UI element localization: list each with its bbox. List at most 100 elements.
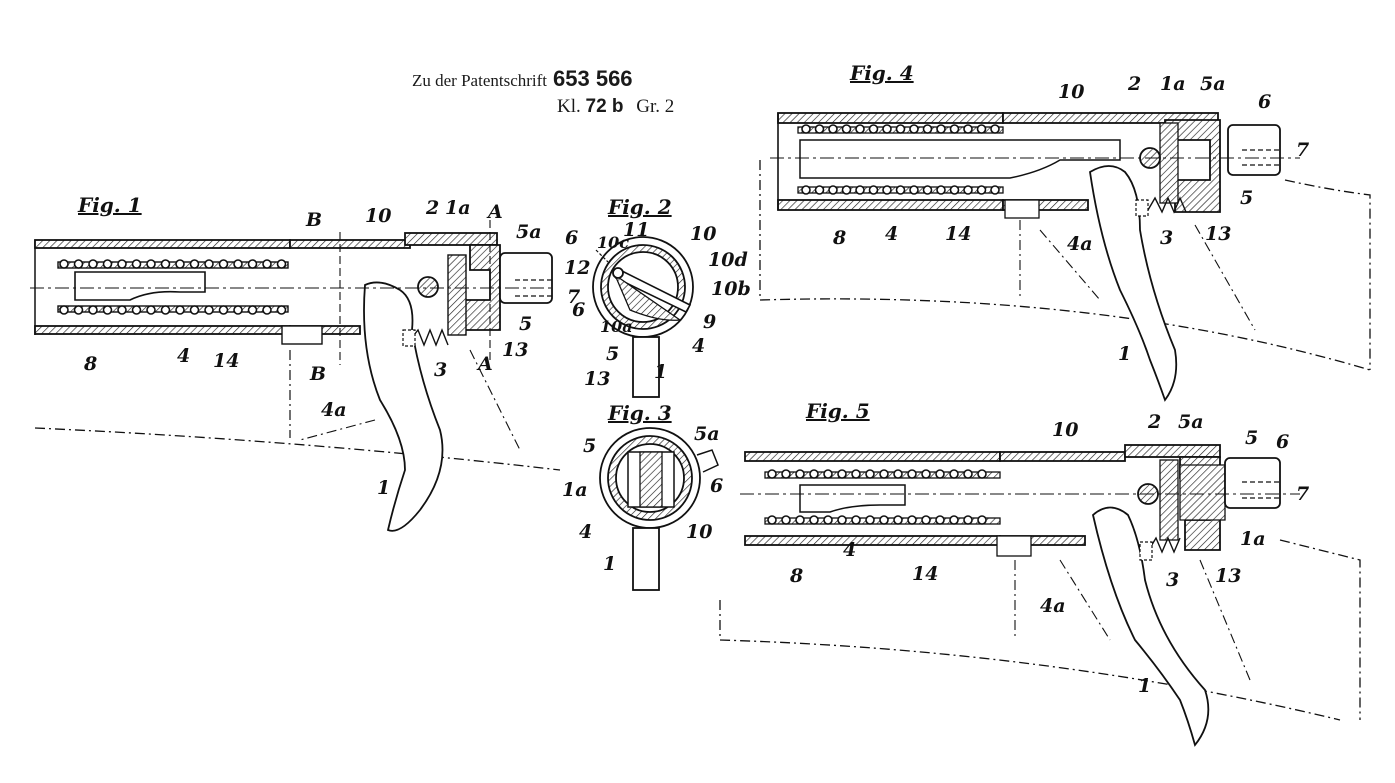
spring-coil <box>856 125 864 133</box>
spring-coil <box>964 125 972 133</box>
spring-coil <box>964 186 972 194</box>
spring-coil <box>104 260 112 268</box>
spring-coil <box>870 125 878 133</box>
fig3-label-5: 5 <box>583 435 596 457</box>
fig1-label-1a: 1a <box>445 197 471 219</box>
fig2-label-5: 5 <box>606 343 619 365</box>
spring-coil <box>263 306 271 314</box>
fig5-labels: Fig. 5 10 2 5a 5 6 7 1a 8 4 14 4a 3 13 1 <box>789 399 1309 697</box>
fig4-label-6: 6 <box>1258 91 1271 113</box>
fig3-label-1: 1 <box>603 553 616 575</box>
fig1-label-B-top: B <box>305 209 322 231</box>
fig1-label-1: 1 <box>377 477 390 499</box>
spring-coil <box>782 516 790 524</box>
spring-coil <box>796 470 804 478</box>
spring-coil <box>234 306 242 314</box>
fig2-label-9: 9 <box>703 311 716 333</box>
fig1-label-5: 5 <box>519 313 532 335</box>
fig4-labels: Fig. 4 10 2 1a 5a 6 7 5 8 4 14 4a 3 13 1 <box>832 61 1309 365</box>
spring-coil <box>89 260 97 268</box>
fig5-label-10: 10 <box>1052 419 1078 441</box>
spring-coil <box>950 470 958 478</box>
spring-coil <box>147 260 155 268</box>
fig1-label-4a: 4a <box>321 399 347 421</box>
fig4-label-5a: 5a <box>1200 73 1226 95</box>
fig3-label-6: 6 <box>710 475 723 497</box>
fig5-label-4a: 4a <box>1040 595 1066 617</box>
fig4-label-10: 10 <box>1058 81 1084 103</box>
spring-coil <box>162 260 170 268</box>
spring-coil <box>978 125 986 133</box>
spring-coil <box>802 125 810 133</box>
fig1-title: Fig. 1 <box>77 193 142 217</box>
fig5-label-1: 1 <box>1138 675 1151 697</box>
spring-coil <box>880 516 888 524</box>
fig5-label-5a: 5a <box>1178 411 1204 433</box>
spring-coil <box>782 470 790 478</box>
spring-coil <box>768 516 776 524</box>
spring-coil <box>908 516 916 524</box>
spring-coil <box>951 125 959 133</box>
spring-coil <box>883 125 891 133</box>
spring-coil <box>60 306 68 314</box>
fig2-label-10a: 10a <box>600 317 633 336</box>
spring-coil <box>937 186 945 194</box>
spring-coil <box>897 125 905 133</box>
spring-coil <box>263 260 271 268</box>
figure-3 <box>600 428 718 590</box>
fig1-label-A-top: A <box>486 201 503 223</box>
spring-coil <box>937 125 945 133</box>
fig5-label-13: 13 <box>1215 565 1241 587</box>
spring-coil <box>964 516 972 524</box>
spring-coil <box>220 260 228 268</box>
spring-coil <box>843 186 851 194</box>
spring-coil <box>249 306 257 314</box>
fig4-label-14: 14 <box>945 223 971 245</box>
spring-coil <box>802 186 810 194</box>
spring-coil <box>870 186 878 194</box>
fig5-label-3: 3 <box>1166 569 1179 591</box>
fig4-label-7: 7 <box>1296 139 1309 161</box>
fig1-label-5a: 5a <box>516 221 542 243</box>
spring-coil <box>205 306 213 314</box>
fig3-label-5a: 5a <box>694 423 720 445</box>
fig1-label-8: 8 <box>83 353 97 375</box>
spring-coil <box>75 260 83 268</box>
fig5-label-1a: 1a <box>1240 528 1266 550</box>
fig5-label-5: 5 <box>1245 427 1258 449</box>
spring-coil <box>852 516 860 524</box>
spring-coil <box>816 125 824 133</box>
spring-coil <box>964 470 972 478</box>
spring-coil <box>991 186 999 194</box>
spring-coil <box>883 186 891 194</box>
fig2-label-13: 13 <box>584 368 610 390</box>
spring-coil <box>796 516 804 524</box>
spring-coil <box>824 516 832 524</box>
spring-coil <box>89 306 97 314</box>
spring-coil <box>951 186 959 194</box>
spring-coil <box>991 125 999 133</box>
spring-coil <box>866 516 874 524</box>
spring-coil <box>249 260 257 268</box>
fig3-label-1a: 1a <box>562 479 588 501</box>
fig1-labels: Fig. 1 10 B 2 1a A 5a 6 7 5 13 A 3 B 4a … <box>77 193 580 499</box>
fig2-label-11: 11 <box>623 219 649 241</box>
fig1-label-A-bot: A <box>476 353 493 375</box>
fig4-label-8: 8 <box>832 227 846 249</box>
fig3-label-10: 10 <box>686 521 712 543</box>
spring-coil <box>936 516 944 524</box>
spring-coil <box>856 186 864 194</box>
fig4-label-4a: 4a <box>1067 233 1093 255</box>
figure-4 <box>760 113 1370 400</box>
fig4-label-1a: 1a <box>1160 73 1186 95</box>
fig1-label-10: 10 <box>365 205 391 227</box>
fig2-title: Fig. 2 <box>607 195 672 219</box>
fig3-title: Fig. 3 <box>607 401 672 425</box>
fig5-label-7: 7 <box>1296 483 1309 505</box>
spring-coil <box>118 306 126 314</box>
fig4-label-2: 2 <box>1127 73 1141 95</box>
spring-coil <box>922 470 930 478</box>
spring-coil <box>810 516 818 524</box>
spring-coil <box>838 516 846 524</box>
